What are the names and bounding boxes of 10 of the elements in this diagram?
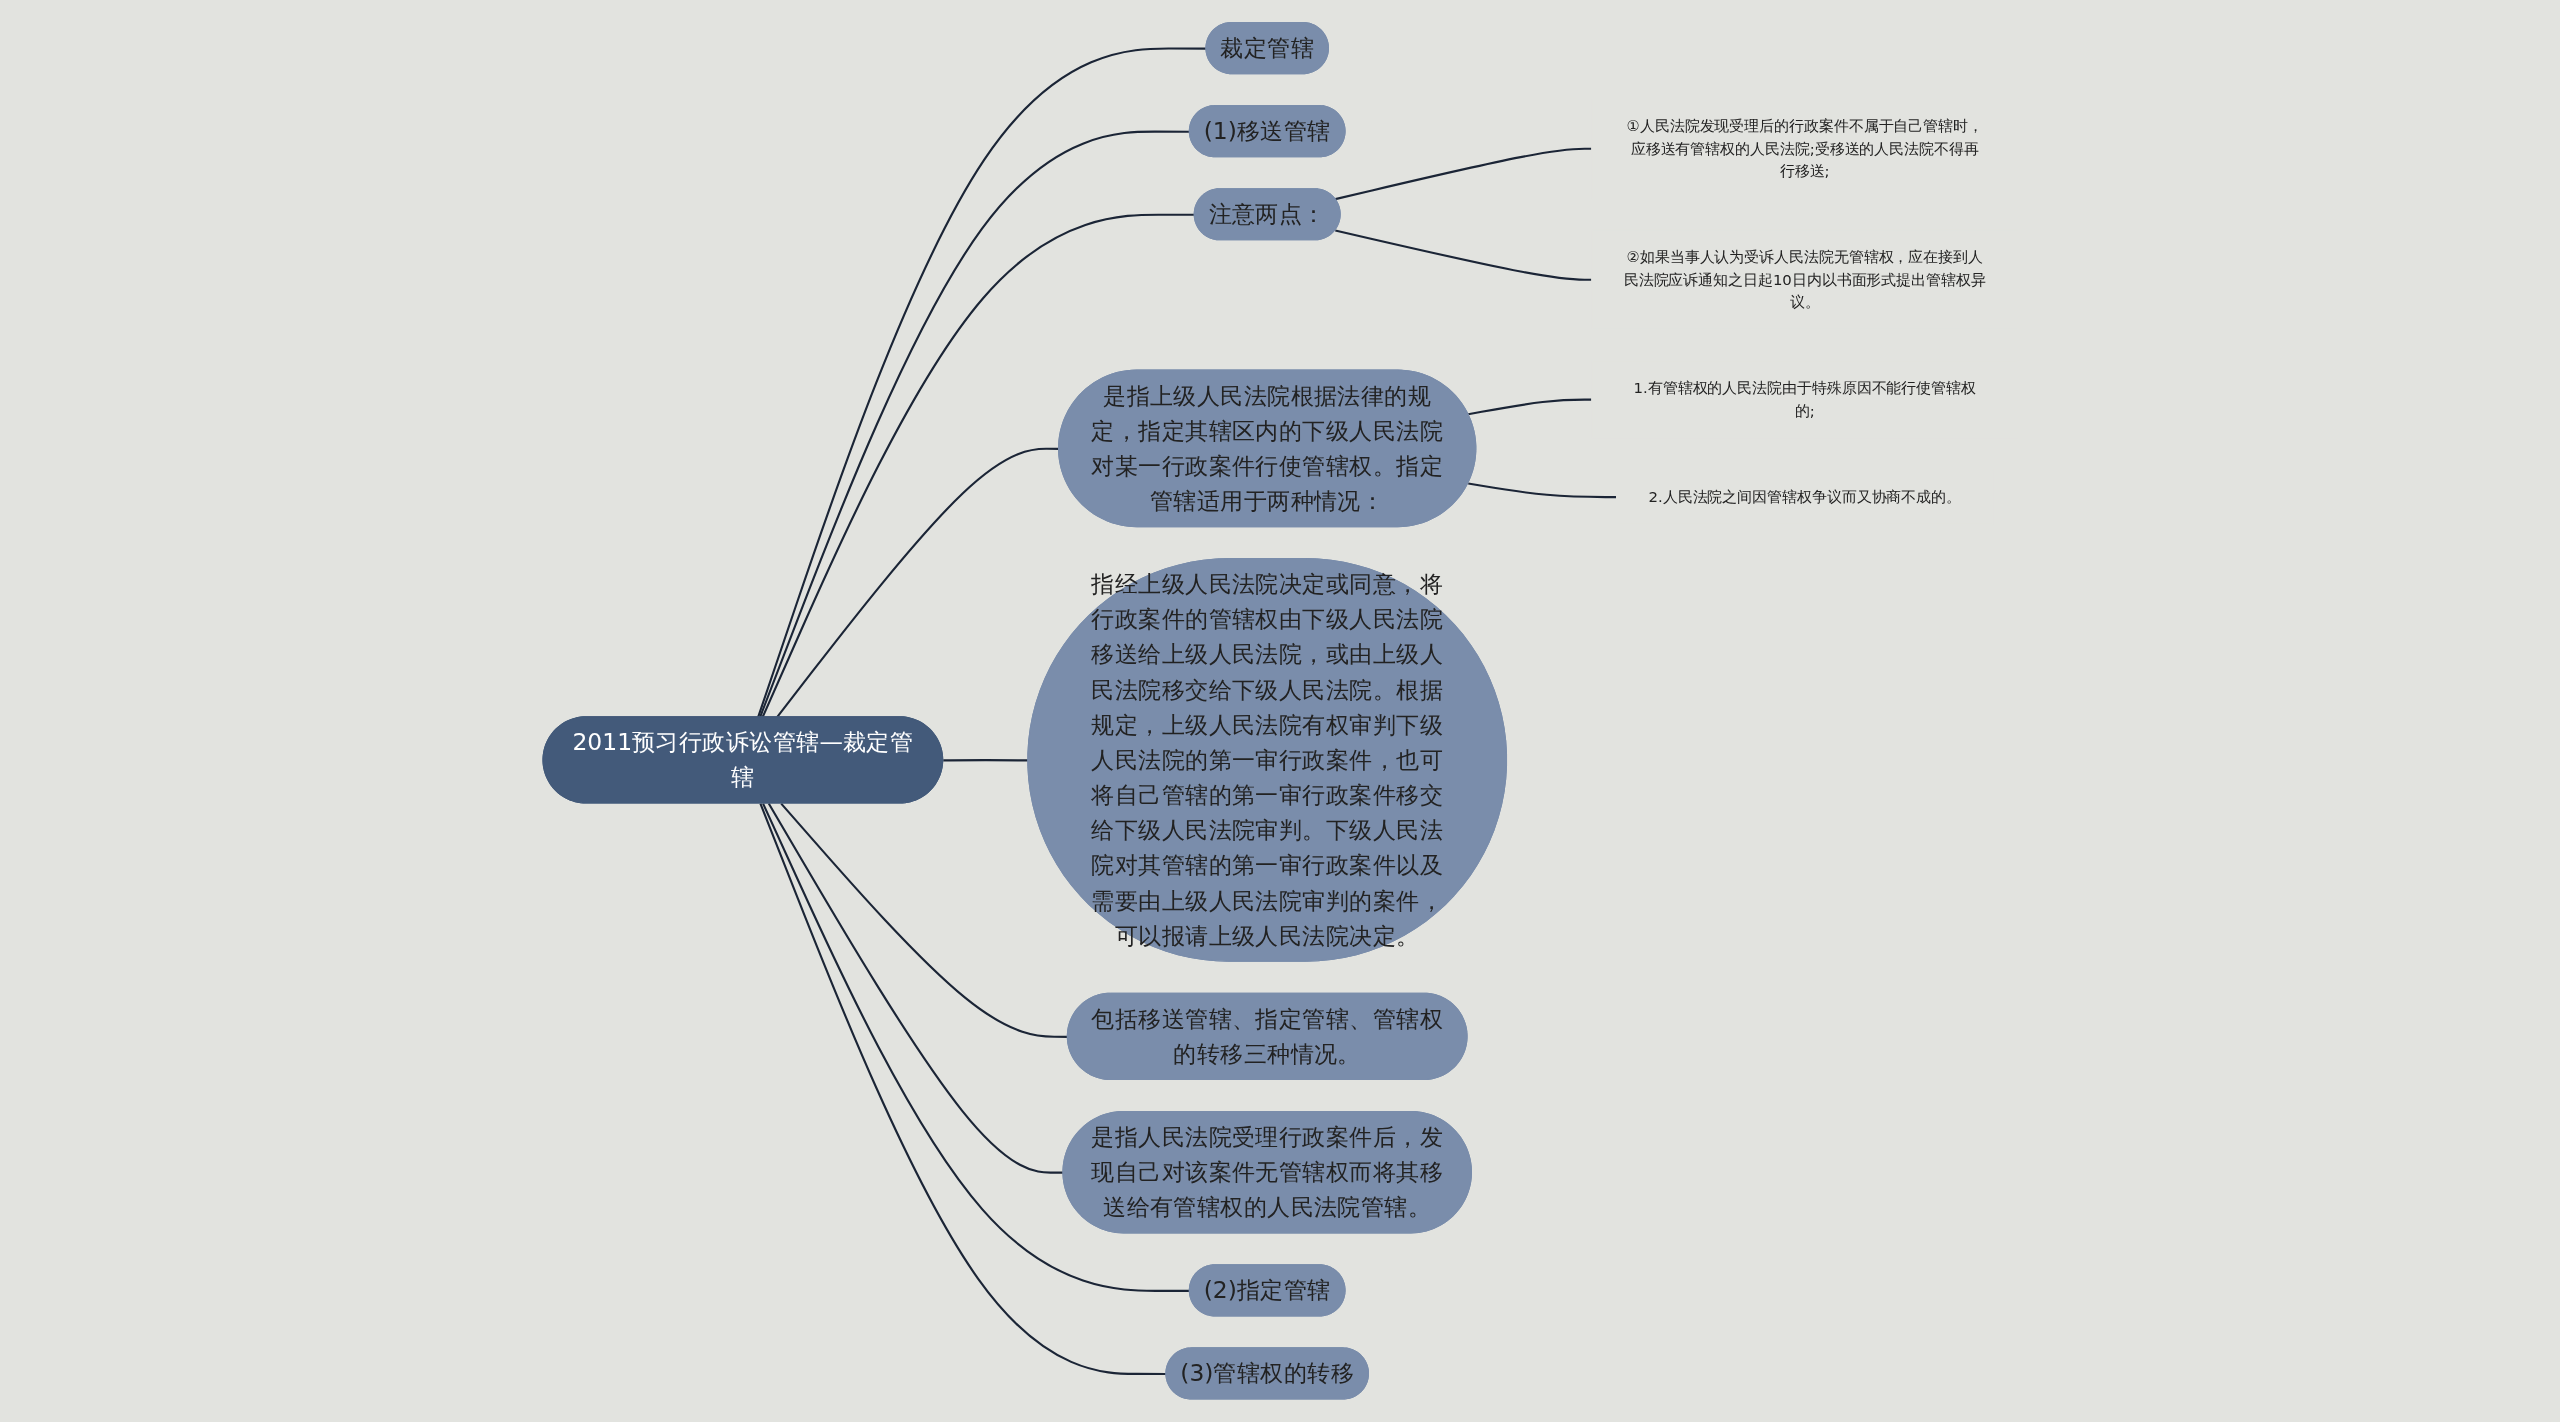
connector [1334,229,1592,282]
node-text: 2.人民法院之间因管辖权争议而又协商不成的。 [1648,488,1961,506]
node-text: ②如果当事人认为受诉人民法院无管辖权，应在接到人民法院应诉通知之日起10日内以书面形式提出管辖权异议。 [1623,248,1986,311]
connector [1467,482,1617,499]
node-text: ①人民法院发现受理后的行政案件不属于自己管辖时，应移送有管辖权的人民法院;受移送的人民法院不得再行移送; [1626,117,1983,180]
connector [761,803,1190,1293]
connector [758,130,1190,718]
connector [1334,147,1592,201]
node-text: 1.有管辖权的人民法院由于特殊原因不能行使管辖权的; [1633,379,1976,419]
connector [1467,398,1592,416]
